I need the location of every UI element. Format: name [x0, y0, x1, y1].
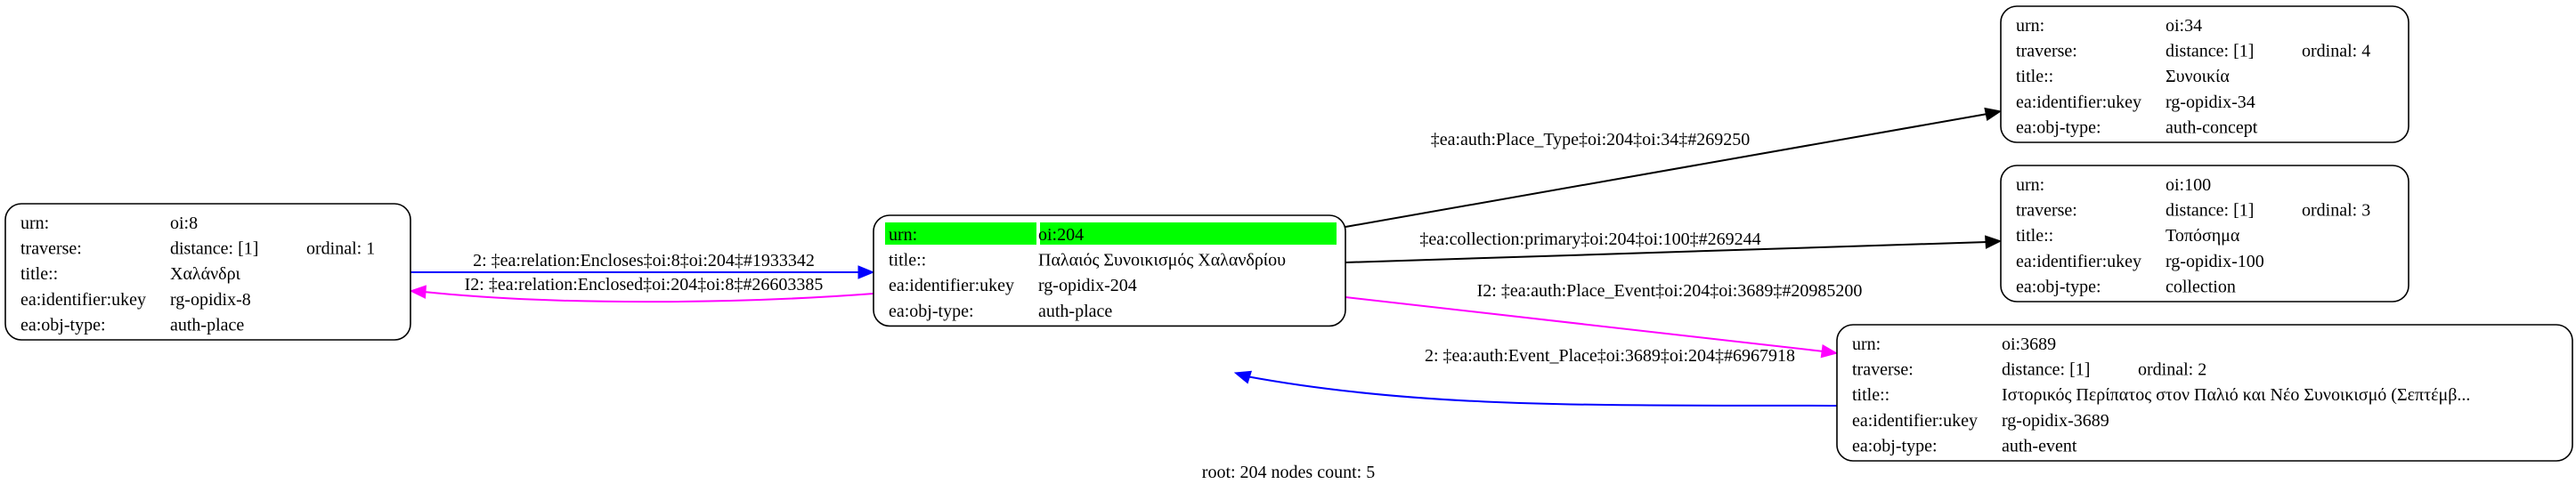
row-label: ea:obj-type:: [1852, 436, 1938, 456]
row-value: distance: [1]: [2166, 201, 2254, 221]
row-label: title::: [2016, 67, 2053, 86]
node-oi3689[interactable]: urn: oi:3689 traverse: distance: [1] ordinal…: [1836, 324, 2573, 462]
edge-line: [1345, 241, 1988, 263]
row-ordinal: ordinal: 4: [2302, 42, 2370, 61]
row-ordinal: ordinal: 1: [306, 239, 375, 259]
footer-caption: root: 204 nodes count: 5: [1202, 463, 1375, 482]
edge-label: 2: ‡ea:relation:Encloses‡oi:8‡oi:204‡#19…: [473, 251, 815, 270]
row-label: urn:: [2016, 175, 2044, 195]
row-value: Τοπόσημα: [2166, 226, 2240, 246]
row-label: ea:obj-type:: [2016, 277, 2101, 296]
row-value: rg-opidix-100: [2166, 252, 2264, 271]
row-label: traverse:: [2016, 201, 2077, 221]
row-value: oi:100: [2166, 175, 2211, 195]
arrowhead-icon: [1984, 107, 2003, 122]
row-label: ea:obj-type:: [20, 315, 106, 335]
row-label: urn:: [889, 225, 917, 245]
row-value: Συνοικία: [2166, 67, 2230, 86]
edge-4[interactable]: I2: ‡ea:auth:Place_Event‡oi:204‡oi:3689‡…: [1345, 281, 1863, 359]
edge-label: ‡ea:auth:Place_Type‡oi:204‡oi:34‡#269250: [1431, 130, 1751, 149]
row-label: urn:: [1852, 335, 1881, 354]
row-value: rg-opidix-8: [170, 290, 251, 310]
node-box: [2000, 165, 2409, 302]
node-oi100[interactable]: urn: oi:100 traverse: distance: [1] ordinal:…: [2000, 165, 2409, 302]
edge-3[interactable]: ‡ea:collection:primary‡oi:204‡oi:100‡#26…: [1345, 230, 2003, 263]
edge-0[interactable]: 2: ‡ea:relation:Encloses‡oi:8‡oi:204‡#19…: [410, 251, 875, 279]
row-value: distance: [1]: [2166, 42, 2254, 61]
edge-5[interactable]: 2: ‡ea:auth:Event_Place‡oi:3689‡oi:204‡#…: [1233, 346, 1838, 407]
row-label: title::: [1852, 385, 1889, 405]
row-label: title::: [889, 251, 926, 270]
node-oi34[interactable]: urn: oi:34 traverse: distance: [1] ordinal: …: [2000, 5, 2409, 143]
row-value: oi:34: [2166, 16, 2202, 36]
edge-line: [1246, 375, 1838, 407]
edge-line: [1345, 296, 1824, 352]
row-label: traverse:: [2016, 42, 2077, 61]
edges: 2: ‡ea:relation:Encloses‡oi:8‡oi:204‡#19…: [409, 107, 2003, 407]
row-label: ea:identifier:ukey: [2016, 93, 2141, 112]
arrowhead-icon: [1820, 344, 1839, 359]
edge-line: [1345, 113, 1988, 228]
row-value: auth-concept: [2166, 117, 2258, 137]
node-box: [4, 203, 411, 341]
edge-label: I2: ‡ea:relation:Enclosed‡oi:204‡oi:8‡#2…: [465, 275, 824, 294]
edge-label: I2: ‡ea:auth:Place_Event‡oi:204‡oi:3689‡…: [1477, 281, 1863, 301]
row-value: collection: [2166, 277, 2236, 296]
arrowhead-icon: [857, 265, 875, 279]
row-value: distance: [1]: [170, 239, 258, 259]
row-value: rg-opidix-204: [1038, 276, 1137, 295]
row-label: title::: [20, 264, 58, 284]
row-value: Παλαιός Συνοικισμός Χαλανδρίου: [1038, 251, 1286, 270]
arrowhead-icon: [1985, 235, 2003, 249]
row-value: rg-opidix-3689: [2002, 411, 2109, 431]
highlight-cell: [885, 222, 1036, 245]
row-ordinal: ordinal: 3: [2302, 201, 2370, 221]
row-ordinal: ordinal: 2: [2138, 360, 2206, 380]
row-label: ea:obj-type:: [889, 302, 974, 321]
row-value: Χαλάνδρι: [170, 264, 241, 284]
row-value: auth-place: [170, 315, 244, 335]
row-value: rg-opidix-34: [2166, 93, 2255, 112]
row-value: oi:204: [1038, 225, 1084, 245]
row-label: ea:identifier:ukey: [20, 290, 146, 310]
row-label: traverse:: [20, 239, 82, 259]
row-label: title::: [2016, 226, 2053, 246]
nodes: urn: oi:8 traverse: distance: [1] ordinal: 1…: [4, 5, 2573, 462]
row-label: ea:obj-type:: [2016, 117, 2101, 137]
row-value: distance: [1]: [2002, 360, 2090, 380]
row-value: auth-event: [2002, 436, 2077, 456]
highlight-cell: [1040, 222, 1337, 245]
row-label: urn:: [20, 214, 49, 233]
row-value: Ιστορικός Περίπατος στον Παλιό και Νέο Σ…: [2002, 385, 2470, 405]
row-value: oi:8: [170, 214, 198, 233]
row-label: ea:identifier:ukey: [889, 276, 1014, 295]
row-label: ea:identifier:ukey: [1852, 411, 1978, 431]
node-box: [1836, 324, 2573, 462]
row-value: auth-place: [1038, 302, 1112, 321]
row-label: urn:: [2016, 16, 2044, 36]
edge-label: ‡ea:collection:primary‡oi:204‡oi:100‡#26…: [1419, 230, 1760, 249]
arrowhead-icon: [1233, 370, 1253, 384]
node-box: [2000, 5, 2409, 143]
row-label: ea:identifier:ukey: [2016, 252, 2141, 271]
arrowhead-icon: [409, 285, 427, 299]
row-label: traverse:: [1852, 360, 1914, 380]
edge-1[interactable]: I2: ‡ea:relation:Enclosed‡oi:204‡oi:8‡#2…: [409, 275, 874, 303]
edge-label: 2: ‡ea:auth:Event_Place‡oi:3689‡oi:204‡#…: [1425, 346, 1795, 366]
edge-line: [423, 291, 874, 303]
edge-2[interactable]: ‡ea:auth:Place_Type‡oi:204‡oi:34‡#269250: [1345, 107, 2003, 228]
row-value: oi:3689: [2002, 335, 2056, 354]
node-oi8[interactable]: urn: oi:8 traverse: distance: [1] ordinal: 1…: [4, 203, 411, 341]
